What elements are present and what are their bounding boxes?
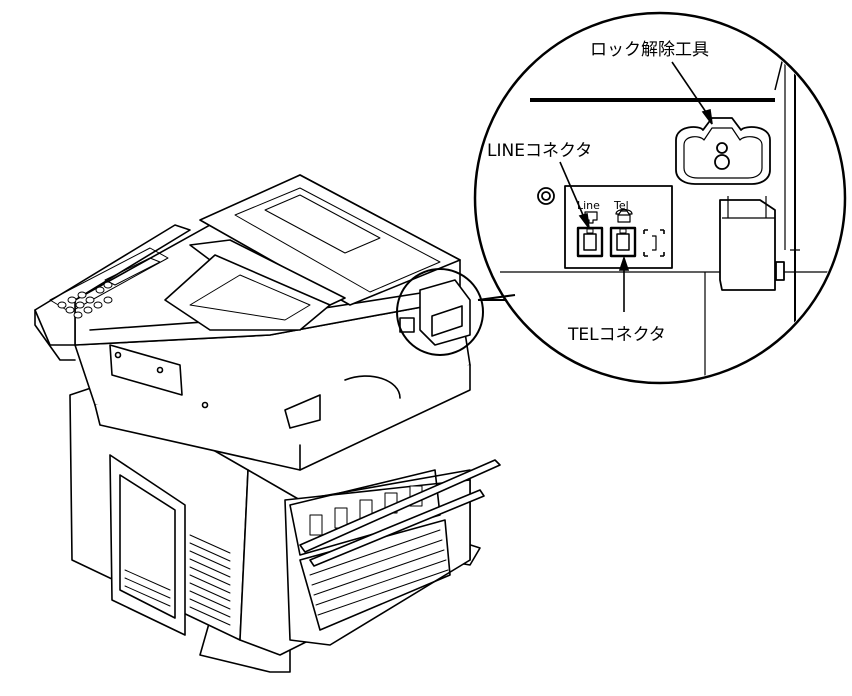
ground-terminal-icon <box>537 187 555 205</box>
side-bracket <box>719 196 800 291</box>
side-vent <box>124 534 231 626</box>
zoom-source-circle <box>396 268 484 356</box>
rear-unit-ribs <box>309 529 449 616</box>
tel-port <box>609 226 637 258</box>
blank-port <box>643 229 665 257</box>
label-tel-connector: TELコネクタ <box>567 325 666 345</box>
zoom-interior <box>500 29 843 381</box>
port-label-tel: Tel <box>613 199 629 212</box>
lock-release-tool <box>675 117 771 185</box>
printer-illustration <box>34 174 501 673</box>
callout-leaders <box>559 61 713 312</box>
line-port <box>576 226 604 258</box>
telephone-handset-icon <box>615 208 633 223</box>
label-lock-release-tool: ロック解除工具 <box>590 40 709 60</box>
port-label-line: Line <box>577 199 600 212</box>
label-line-connector: LINEコネクタ <box>487 141 592 161</box>
keypad-buttons <box>57 281 113 319</box>
